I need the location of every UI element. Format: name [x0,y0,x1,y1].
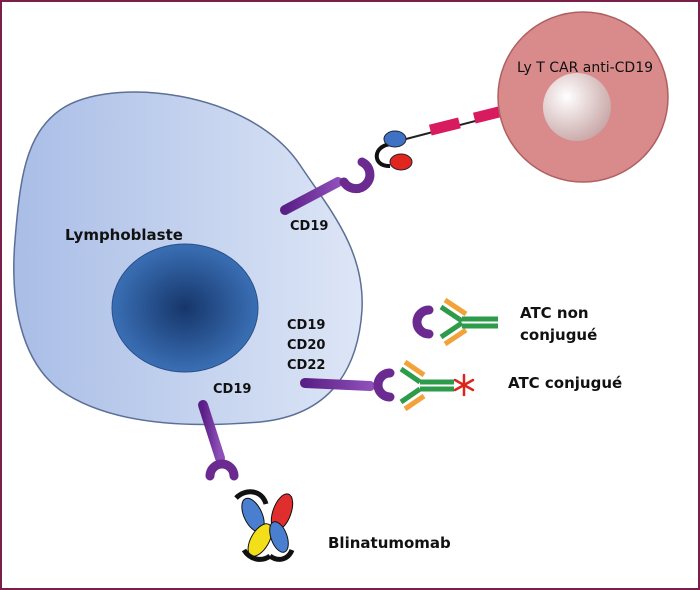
cd19-cup-top [339,157,375,194]
marker-label-bottom: CD19 [213,382,251,397]
marker-label-mid-1: CD19 [287,318,325,333]
receptor-mid-2 [300,378,375,391]
car-scfv-blue-icon [383,130,407,148]
cd19-cup-bottom [205,459,239,481]
receptor-cup-mid-1 [412,305,434,339]
conjugated-label: ATC conjugué [508,374,622,392]
antibody-conjugated-icon [399,359,454,412]
blinatumomab-icon [234,489,295,562]
antibody-unconjugated-icon [439,297,498,347]
marker-label-mid-3: CD22 [287,358,325,373]
cd19-receptor-bottom [198,400,225,463]
car-signal-domain-1 [428,117,461,136]
car-t-label: Ly T CAR anti-CD19 [517,60,653,76]
car-scfv-red-icon [389,153,413,171]
nucleus [111,243,259,373]
car-signal-domain-2 [472,105,505,124]
cell-label: Lymphoblaste [65,226,183,244]
car-t-nucleus [543,73,611,141]
cd19-receptor-top [280,177,343,215]
blinatumomab-label: Blinatumomab [328,534,451,552]
drug-payload-asterisk-icon [453,373,475,397]
unconjugated-label-line2: conjugué [520,326,597,344]
marker-label-mid-2: CD20 [287,338,325,353]
unconjugated-label-line1: ATC non [520,304,589,322]
marker-label-top: CD19 [290,219,328,234]
receptor-cup-mid-2 [373,368,395,402]
